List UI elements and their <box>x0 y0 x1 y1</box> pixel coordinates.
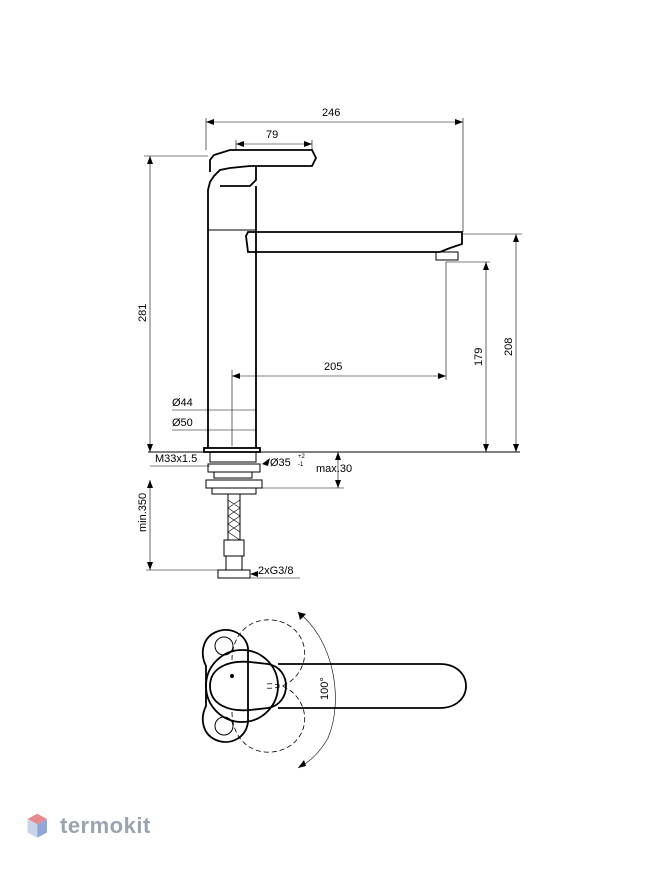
termokit-logo-icon <box>27 813 47 838</box>
dimension-lines <box>144 118 522 579</box>
logo-left-face <box>27 819 38 838</box>
spout-top-outline <box>278 663 467 709</box>
label-spout-reach: 205 <box>324 361 342 373</box>
label-thread: M33x1.5 <box>155 453 197 465</box>
label-overall-width: 246 <box>322 107 340 119</box>
hose-braid <box>227 499 241 541</box>
label-spout-height: 208 <box>503 338 515 356</box>
faucet-body-circle <box>205 649 279 723</box>
swivel-angle-arc <box>297 611 336 769</box>
base-ring <box>203 447 261 453</box>
lever-handle <box>209 660 287 712</box>
side-view <box>148 149 520 579</box>
label-spout-clearance: 179 <box>473 348 485 366</box>
mounting-nut <box>205 452 263 495</box>
label-diameter-44: Ø44 <box>172 397 193 409</box>
label-hole-tol-plus: +2 <box>298 454 306 460</box>
label-swivel-angle: 100° <box>319 677 331 700</box>
arc-arrow-bottom <box>298 760 306 768</box>
dimension-labels: 246 79 281 208 179 205 Ø44 Ø50 M33x1.5 Ø… <box>137 107 515 577</box>
label-lever-reach: 79 <box>266 129 278 141</box>
arc-arrow-top <box>298 612 306 620</box>
base-plate-outline <box>201 629 249 743</box>
label-connection: 2xG3/8 <box>258 565 293 577</box>
logo-right-face <box>37 819 47 838</box>
faucet-body-outline <box>207 149 318 448</box>
label-hole-diameter: Ø35 <box>270 457 291 469</box>
label-diameter-50: Ø50 <box>172 417 193 429</box>
label-hole-tol-minus: -1 <box>298 462 304 468</box>
label-total-height: 281 <box>137 304 149 322</box>
lever-swing-upper <box>231 619 306 689</box>
watermark-brand: termokit <box>60 813 151 838</box>
label-min-hose: min.350 <box>137 493 149 532</box>
top-view: 100° <box>201 611 467 769</box>
aerator <box>435 251 459 261</box>
lever-indicator <box>230 674 234 678</box>
label-max-thickness: max.30 <box>316 463 352 475</box>
lever-swing-lower <box>231 683 306 753</box>
supply-hose <box>217 494 251 579</box>
dimension-arrows <box>147 119 519 577</box>
spout-outline <box>245 231 463 253</box>
